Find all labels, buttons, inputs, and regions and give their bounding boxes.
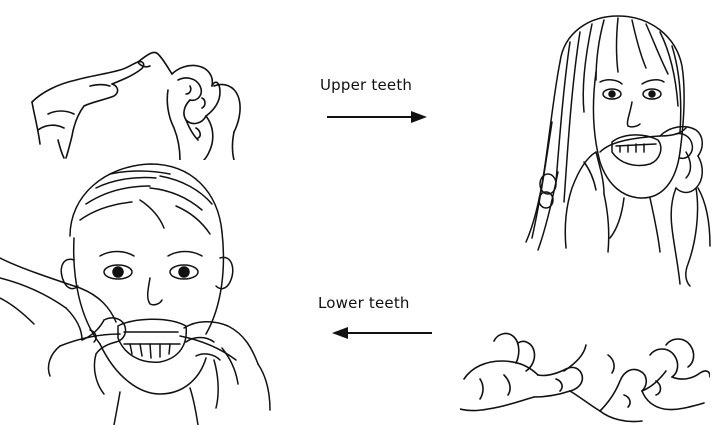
child-flossing-lower-teeth-illustration	[0, 148, 300, 425]
girl-flossing-upper-teeth-illustration	[500, 2, 713, 287]
hands-holding-floss-illustration	[460, 315, 710, 425]
upper-teeth-label: Upper teeth	[320, 76, 412, 94]
lower-teeth-label: Lower teeth	[318, 294, 410, 312]
hands-wrapping-floss-illustration	[28, 40, 253, 160]
left-arrow-icon	[330, 324, 434, 342]
right-arrow-icon	[325, 108, 429, 126]
